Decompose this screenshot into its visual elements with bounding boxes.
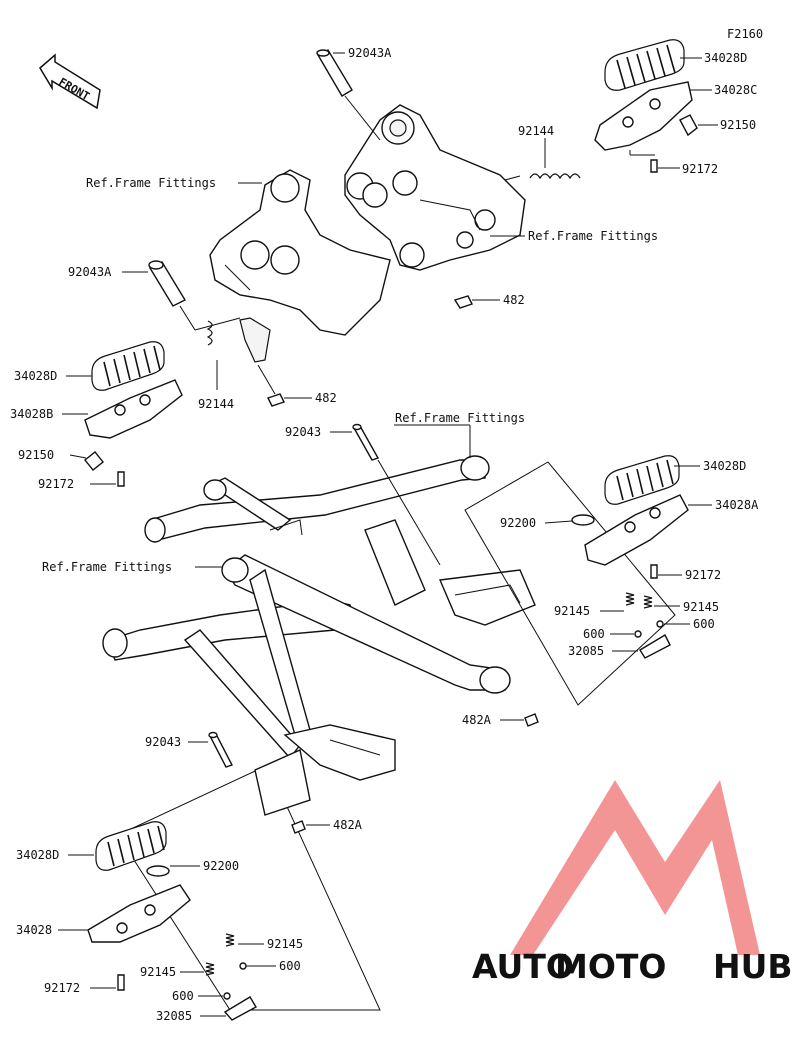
ball-600-a <box>634 630 642 638</box>
washer-92200-bl <box>146 865 170 877</box>
label-ref-frame-center: Ref.Frame Fittings <box>395 411 525 425</box>
label-34028: 34028 <box>16 923 52 937</box>
label-34028D-bl: 34028D <box>16 848 59 862</box>
clip-482A-low <box>291 820 306 834</box>
pin-92043A-top <box>316 49 353 97</box>
bolt-92172-top <box>650 159 658 173</box>
label-34028D-mr: 34028D <box>703 459 746 473</box>
label-34028C: 34028C <box>714 83 757 97</box>
bolt-92172-ml <box>117 471 125 487</box>
bolt-92150-ml <box>84 451 104 471</box>
watermark-auto: AUTO <box>472 947 574 986</box>
label-482-left: 482 <box>315 391 337 405</box>
ball-600-b <box>656 620 664 628</box>
label-92145-c: 92145 <box>267 937 303 951</box>
rubber-34028D-mr <box>604 455 680 505</box>
label-92145-b: 92145 <box>683 600 719 614</box>
label-92145-d: 92145 <box>140 965 176 979</box>
front-arrow-icon: FRONT <box>39 53 101 110</box>
pin-92043-low <box>208 731 233 768</box>
label-ref-frame-right: Ref.Frame Fittings <box>528 229 658 243</box>
label-92200-bl: 92200 <box>203 859 239 873</box>
label-482-right: 482 <box>503 293 525 307</box>
bolt-92172-bl <box>117 974 125 991</box>
label-34028B: 34028B <box>10 407 53 421</box>
diagram-code: F2160 <box>727 27 763 41</box>
label-92043-low: 92043 <box>145 735 181 749</box>
spring-92145-c <box>225 933 235 947</box>
clip-482-left <box>267 393 285 407</box>
label-ref-frame-frame: Ref.Frame Fittings <box>42 560 172 574</box>
rear-bracket-left <box>209 169 391 363</box>
label-ref-frame-left: Ref.Frame Fittings <box>86 176 216 190</box>
clip-482-right <box>453 295 473 309</box>
label-92172-bl: 92172 <box>44 981 80 995</box>
automotohub-watermark: AUTO MOTO HUB <box>472 780 793 986</box>
rubber-34028D-ml <box>91 341 165 391</box>
label-92043A-top: 92043A <box>348 46 392 60</box>
ball-600-d <box>223 992 231 1000</box>
label-34028A: 34028A <box>715 498 759 512</box>
label-600-b: 600 <box>693 617 715 631</box>
bolt-92172-mr <box>650 564 658 579</box>
washer-92200-mr <box>571 514 595 526</box>
label-92150-ml: 92150 <box>18 448 54 462</box>
bracket-lower <box>254 749 311 816</box>
pin-92043A-left <box>148 260 186 307</box>
bolt-92150-top <box>679 114 698 137</box>
plate-32085-mr <box>639 634 671 659</box>
label-92144-tr: 92144 <box>518 124 554 138</box>
plate-32085-bl <box>223 996 257 1021</box>
clip-482A-mid <box>524 713 539 727</box>
label-32085-bl: 32085 <box>156 1009 192 1023</box>
label-92200-mr: 92200 <box>500 516 536 530</box>
label-482A-mid: 482A <box>462 713 492 727</box>
label-92172-mr: 92172 <box>685 568 721 582</box>
main-frame <box>102 455 536 781</box>
label-32085-mr: 32085 <box>568 644 604 658</box>
pin-92043-mid <box>352 423 380 461</box>
spring-92145-b <box>643 595 653 609</box>
watermark-moto: MOTO <box>555 947 666 986</box>
label-92172-tr: 92172 <box>682 162 718 176</box>
spring-92145-d <box>205 962 215 976</box>
ball-600-c <box>239 962 247 970</box>
label-92172-ml: 92172 <box>38 477 74 491</box>
label-92145-a: 92145 <box>554 604 590 618</box>
watermark-hub: HUB <box>713 947 793 986</box>
footpeg-34028B <box>84 379 183 439</box>
label-34028D-ml: 34028D <box>14 369 57 383</box>
label-600-a: 600 <box>583 627 605 641</box>
label-92043A-left: 92043A <box>68 265 112 279</box>
automotohub-logo-icon <box>510 780 760 955</box>
rubber-34028D-bl <box>95 821 167 871</box>
footpeg-34028 <box>87 884 191 943</box>
label-600-c: 600 <box>279 959 301 973</box>
footpeg-34028C <box>594 81 693 151</box>
label-92150-tr: 92150 <box>720 118 756 132</box>
label-600-d: 600 <box>172 989 194 1003</box>
footpeg-34028A <box>584 494 689 566</box>
label-92144-ml: 92144 <box>198 397 234 411</box>
rubber-34028D-top <box>604 39 685 91</box>
label-34028D-tr: 34028D <box>704 51 747 65</box>
spring-92145-a <box>625 592 635 606</box>
label-482A-low: 482A <box>333 818 363 832</box>
rear-bracket-right <box>344 104 526 271</box>
spring-92144-left <box>206 320 213 346</box>
spring-92144-top <box>529 173 581 180</box>
label-92043-mid: 92043 <box>285 425 321 439</box>
